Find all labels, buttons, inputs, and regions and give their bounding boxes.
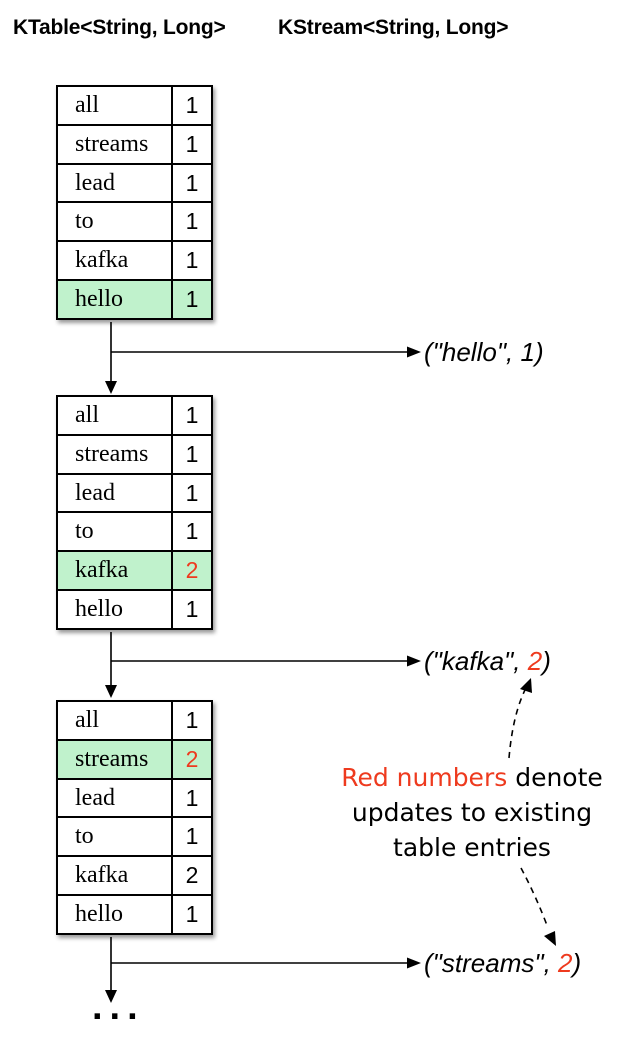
table-row: hello 1	[58, 896, 211, 933]
ktable-state-3: all 1 streams 2 lead 1 to 1 kafka 2 hello 1	[56, 700, 213, 935]
dashed-arrow-up	[508, 685, 528, 759]
word-cell: all	[58, 87, 173, 124]
word-cell: lead	[58, 474, 173, 512]
note-line-3: table entries	[393, 833, 551, 862]
record-value: 1	[520, 337, 535, 367]
down-arrowhead-icon	[105, 685, 117, 698]
count-cell: 1	[185, 440, 199, 467]
word-cell: streams	[58, 435, 173, 473]
right-arrowhead-icon	[407, 346, 421, 358]
record-prefix: ("kafka",	[424, 646, 528, 676]
count-cell: 2	[185, 557, 199, 584]
table-row: streams 1	[58, 435, 211, 475]
word-cell: streams	[58, 125, 173, 163]
table-row: hello 1	[58, 591, 211, 628]
table-row: kafka 2	[58, 857, 211, 897]
dashed-arrow-down	[520, 867, 549, 929]
table-row: all 1	[58, 87, 211, 126]
right-arrowhead-icon	[407, 655, 421, 667]
count-cell: 1	[185, 518, 199, 545]
right-arrowhead-icon	[407, 957, 421, 969]
word-cell: hello	[58, 281, 173, 318]
count-cell: 2	[185, 862, 199, 889]
stream-record-hello: ("hello", 1)	[424, 337, 544, 367]
count-cell: 1	[185, 596, 199, 623]
count-cell: 1	[185, 401, 199, 428]
count-cell: 1	[185, 784, 199, 811]
table-row: to 1	[58, 818, 211, 858]
record-prefix: ("streams",	[424, 948, 559, 978]
count-cell: 1	[185, 130, 199, 157]
continuation-ellipsis: ...	[92, 986, 145, 1028]
record-value-red: 2	[558, 948, 573, 978]
ktable-state-2: all 1 streams 1 lead 1 to 1 kafka 2 hello 1	[56, 395, 213, 630]
word-cell: kafka	[58, 857, 173, 895]
table-row: all 1	[58, 702, 211, 741]
table-row: lead 1	[58, 474, 211, 514]
dashed-down-arrowhead-icon	[544, 931, 556, 946]
count-cell: 1	[185, 823, 199, 850]
word-cell: all	[58, 397, 173, 434]
table-row: hello 1	[58, 281, 211, 318]
count-cell: 1	[185, 91, 199, 118]
red-numbers-note: Red numbers denote updates to existing t…	[322, 760, 622, 865]
word-cell: to	[58, 818, 173, 856]
record-value-red: 2	[527, 646, 543, 676]
table-row: lead 1	[58, 164, 211, 204]
table-row: streams 1	[58, 125, 211, 165]
record-suffix: )	[542, 646, 551, 676]
down-arrowhead-icon	[105, 381, 117, 394]
dashed-up-arrowhead-icon	[520, 678, 532, 693]
count-cell: 1	[185, 479, 199, 506]
record-prefix: ("hello",	[424, 337, 521, 367]
count-cell: 1	[185, 169, 199, 196]
kstream-header: KStream<String, Long>	[278, 16, 509, 39]
record-suffix: )	[534, 337, 544, 367]
stream-record-streams: ("streams", 2)	[424, 948, 581, 978]
table-row: kafka 2	[58, 552, 211, 592]
word-cell: kafka	[58, 552, 173, 590]
ktable-state-1: all 1 streams 1 lead 1 to 1 kafka 1 hello 1	[56, 85, 213, 320]
ktable-header: KTable<String, Long>	[13, 16, 226, 39]
word-cell: all	[58, 702, 173, 739]
table-row: lead 1	[58, 779, 211, 819]
word-cell: to	[58, 203, 173, 241]
word-cell: kafka	[58, 242, 173, 280]
table-row: to 1	[58, 203, 211, 243]
word-cell: lead	[58, 779, 173, 817]
note-line1-rest: denote	[507, 763, 603, 792]
word-cell: hello	[58, 591, 173, 628]
count-cell: 1	[185, 286, 199, 313]
table-row: kafka 1	[58, 242, 211, 282]
table-row: all 1	[58, 397, 211, 436]
count-cell: 2	[185, 745, 199, 772]
table-row: to 1	[58, 513, 211, 553]
note-line-2: updates to existing	[351, 798, 593, 827]
word-cell: hello	[58, 896, 173, 933]
word-cell: streams	[58, 740, 173, 778]
record-suffix: )	[572, 948, 582, 978]
count-cell: 1	[185, 901, 199, 928]
count-cell: 1	[185, 247, 199, 274]
count-cell: 1	[185, 208, 199, 235]
note-red-text: Red numbers	[341, 763, 508, 792]
word-cell: to	[58, 513, 173, 551]
stream-record-kafka: ("kafka", 2)	[424, 646, 551, 676]
table-row: streams 2	[58, 740, 211, 780]
count-cell: 1	[185, 706, 199, 733]
word-cell: lead	[58, 164, 173, 202]
note-line-1: Red numbers denote	[322, 760, 622, 795]
